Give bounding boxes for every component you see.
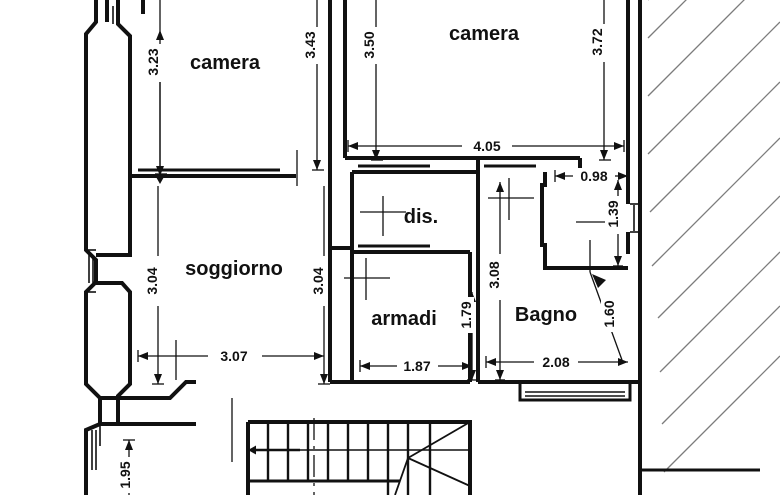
interior-walls-main — [328, 0, 640, 384]
dimension-label-3-04-right: 3.04 — [310, 267, 326, 294]
dimension-label-4-05: 4.05 — [473, 138, 500, 154]
dimension-label-1-79: 1.79 — [458, 301, 474, 328]
dimension-label-3-50: 3.50 — [361, 31, 377, 58]
hatched-adjacent-building — [647, 0, 780, 473]
staircase — [246, 420, 472, 495]
dimension-labels: 3.23 3.43 3.50 3.72 4.05 3.04 3.04 3.07 — [117, 24, 621, 493]
dimension-label-2-08: 2.08 — [542, 354, 569, 370]
window-openings — [86, 6, 638, 470]
room-label-soggiorno: soggiorno — [185, 258, 283, 280]
dimension-label-3-08: 3.08 — [486, 261, 502, 288]
dimension-label-3-04-left: 3.04 — [144, 267, 160, 294]
dimension-label-3-72: 3.72 — [589, 28, 605, 55]
centerlines — [175, 150, 606, 495]
dimension-label-3-23: 3.23 — [145, 48, 161, 75]
room-label-camera-left: camera — [190, 52, 261, 74]
dimension-label-1-60: 1.60 — [601, 300, 617, 327]
dimension-label-3-07: 3.07 — [220, 348, 247, 364]
room-label-armadi: armadi — [371, 308, 437, 330]
balcony-and-bottom-structure — [518, 382, 632, 402]
dimension-label-0-98: 0.98 — [580, 168, 607, 184]
room-label-camera-right: camera — [449, 23, 520, 45]
dimension-arrowheads — [125, 30, 628, 450]
dimension-label-3-43: 3.43 — [302, 31, 318, 58]
dimension-label-1-95: 1.95 — [117, 461, 133, 488]
room-labels: camera camera soggiorno dis. armadi Bagn… — [185, 23, 577, 330]
dimension-label-1-39: 1.39 — [605, 200, 621, 227]
dimension-label-1-87: 1.87 — [403, 358, 430, 374]
room-label-bagno: Bagno — [515, 304, 577, 326]
room-label-disimpegno: dis. — [404, 206, 438, 228]
